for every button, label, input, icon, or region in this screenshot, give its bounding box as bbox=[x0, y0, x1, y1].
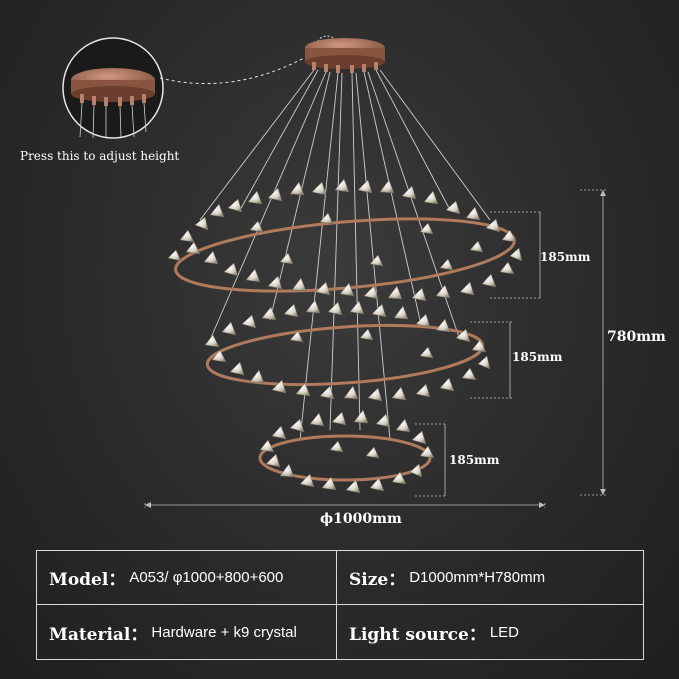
height-adjust-note: Press this to adjust height bbox=[20, 149, 180, 163]
light-source-key: Light source： bbox=[349, 624, 486, 645]
size-key: Size： bbox=[349, 570, 406, 590]
light-source-value: LED bbox=[489, 623, 520, 641]
material-value: Hardware + k9 crystal bbox=[151, 623, 297, 641]
ceiling-canopy bbox=[305, 38, 385, 73]
tier-2-height-label: 185mm bbox=[512, 350, 563, 364]
diameter-label: ϕ1000mm bbox=[320, 511, 402, 527]
zoom-callout bbox=[62, 35, 339, 139]
spec-light-source: Light source： LED bbox=[337, 605, 643, 659]
tier-1-ring bbox=[167, 178, 523, 302]
model-key: Model： bbox=[49, 570, 126, 590]
tier-2-ring bbox=[204, 299, 491, 402]
material-key: Material： bbox=[49, 624, 148, 645]
model-value: A053/ φ1000+800+600 bbox=[129, 569, 284, 586]
tier-1-height-label: 185mm bbox=[540, 250, 591, 264]
size-value: D1000mm*H780mm bbox=[409, 569, 546, 586]
tier-3-height-label: 185mm bbox=[449, 453, 500, 467]
spec-model: Model： A053/ φ1000+800+600 bbox=[37, 551, 337, 605]
total-height-label: 780mm bbox=[607, 329, 666, 345]
dimension-lines bbox=[144, 189, 606, 508]
tier-3-ring bbox=[258, 409, 435, 494]
spec-table: Model： A053/ φ1000+800+600 Size： D1000mm… bbox=[36, 550, 644, 660]
spec-material: Material： Hardware + k9 crystal bbox=[37, 605, 337, 659]
spec-size: Size： D1000mm*H780mm bbox=[337, 551, 643, 605]
suspension-wires bbox=[199, 69, 491, 441]
callout-dashed-line bbox=[159, 49, 319, 85]
